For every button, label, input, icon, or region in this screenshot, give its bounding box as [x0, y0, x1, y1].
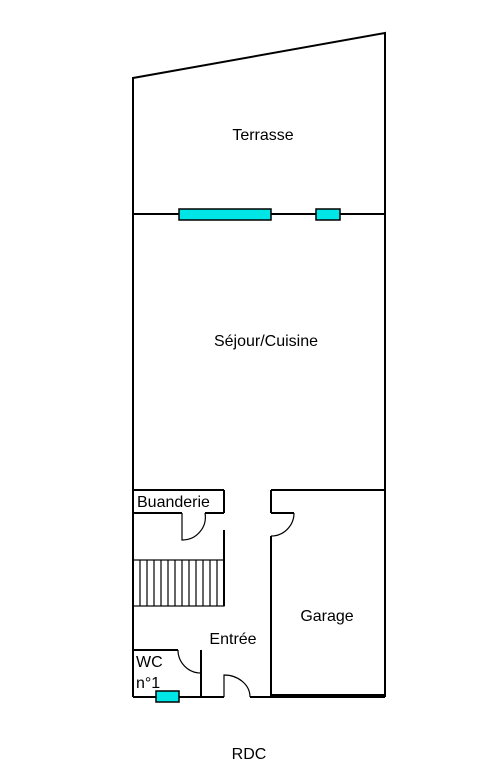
room-label-wc-number: n°1	[136, 675, 160, 692]
wc-window	[155, 690, 180, 703]
staircase	[132, 559, 225, 607]
room-label-buanderie: Buanderie	[137, 494, 210, 511]
room-label-wc: WC	[136, 654, 163, 671]
terrace-wall	[132, 208, 386, 236]
level-label: RDC	[232, 746, 267, 763]
garage-internal-door	[270, 512, 295, 537]
bay-window	[178, 208, 272, 221]
room-label-terrasse: Terrasse	[232, 127, 293, 144]
room-label-garage: Garage	[300, 608, 353, 625]
garage-walls	[270, 489, 385, 697]
outer-walls	[132, 31, 386, 698]
room-label-entree: Entrée	[209, 631, 256, 648]
entrance-door	[223, 674, 251, 698]
room-label-sejour: Séjour/Cuisine	[214, 333, 318, 350]
buanderie-door	[181, 512, 206, 541]
wc-walls	[133, 649, 202, 703]
wc-door	[177, 649, 202, 674]
small-window	[315, 208, 341, 221]
